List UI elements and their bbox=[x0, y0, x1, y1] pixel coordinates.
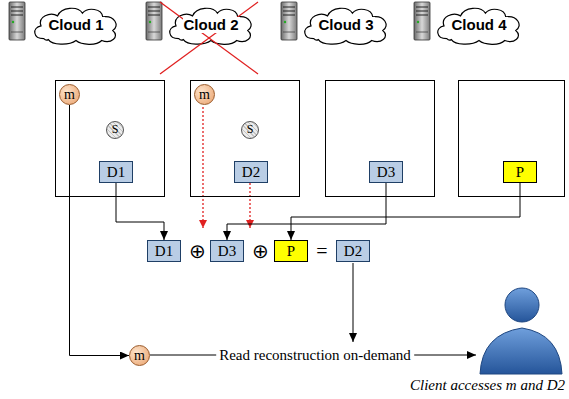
cloud-node: Cloud 4 bbox=[433, 4, 525, 46]
node-text: D2 bbox=[242, 164, 260, 181]
parity-block: P bbox=[503, 161, 537, 183]
node-text: Cloud 3 bbox=[318, 17, 375, 34]
connector bbox=[227, 183, 386, 240]
node-text: D1 bbox=[107, 164, 125, 181]
failure-cross bbox=[160, 2, 258, 74]
storage-box: P bbox=[458, 80, 565, 197]
node-text: S bbox=[112, 123, 119, 136]
node-text: m bbox=[134, 348, 145, 363]
node-text: D2 bbox=[344, 243, 362, 260]
cloud-node: Cloud 2 bbox=[165, 4, 257, 46]
metadata-circle: m bbox=[194, 84, 215, 105]
storage-box: D3 bbox=[325, 80, 435, 197]
secret-circle: S bbox=[106, 121, 124, 139]
parity-block: P bbox=[274, 240, 308, 262]
connector bbox=[116, 183, 164, 240]
cloud-node: Cloud 1 bbox=[30, 4, 122, 46]
node-text: D1 bbox=[155, 243, 173, 260]
data-block: D2 bbox=[234, 161, 268, 183]
metadata-circle: m bbox=[129, 345, 150, 366]
xor-symbol: ⊕ bbox=[189, 240, 206, 262]
cloud-outline bbox=[438, 8, 519, 44]
server-icon bbox=[281, 2, 297, 40]
storage-box: mS D1 bbox=[55, 80, 165, 197]
client-caption: Client accesses m and D2 bbox=[410, 377, 565, 394]
node-text: Cloud 2 bbox=[183, 17, 240, 34]
node-text: Cloud 1 bbox=[48, 17, 105, 34]
server-icon bbox=[146, 2, 162, 40]
connector-layer bbox=[70, 105, 521, 356]
xor-symbol: ⊕ bbox=[252, 240, 269, 262]
node-text: P bbox=[516, 164, 524, 181]
result-arrow bbox=[353, 263, 354, 342]
node-text: m bbox=[64, 87, 75, 102]
storage-box: mS D2 bbox=[190, 80, 300, 197]
data-block: D1 bbox=[99, 161, 133, 183]
secret-circle: S bbox=[241, 121, 259, 139]
failed-read-arrow bbox=[249, 183, 250, 228]
reconstructed-block: D2 bbox=[336, 240, 370, 262]
equals-sign: = bbox=[316, 240, 327, 262]
metadata-circle: m bbox=[59, 84, 80, 105]
node-text: P bbox=[287, 243, 295, 260]
node-text: D3 bbox=[377, 164, 395, 181]
client-body bbox=[480, 328, 562, 374]
failure-cross bbox=[160, 2, 258, 74]
data-block: D1 bbox=[147, 240, 181, 262]
node-text: D3 bbox=[218, 243, 236, 260]
node-text: m bbox=[199, 87, 210, 102]
data-block: D3 bbox=[210, 240, 244, 262]
connector bbox=[70, 105, 130, 356]
cloud-node: Cloud 3 bbox=[300, 4, 392, 46]
cloud-outline bbox=[305, 8, 386, 44]
server-icon bbox=[9, 2, 25, 40]
cloud-outline bbox=[170, 8, 251, 44]
cloud-outline bbox=[35, 8, 116, 44]
node-text: Cloud 4 bbox=[451, 17, 508, 34]
client-head bbox=[505, 288, 539, 322]
failed-read-arrow bbox=[202, 107, 203, 228]
data-block: D3 bbox=[369, 161, 403, 183]
node-text: S bbox=[247, 123, 254, 136]
read-label: Read reconstruction on-demand bbox=[216, 347, 414, 364]
server-icon bbox=[414, 2, 430, 40]
